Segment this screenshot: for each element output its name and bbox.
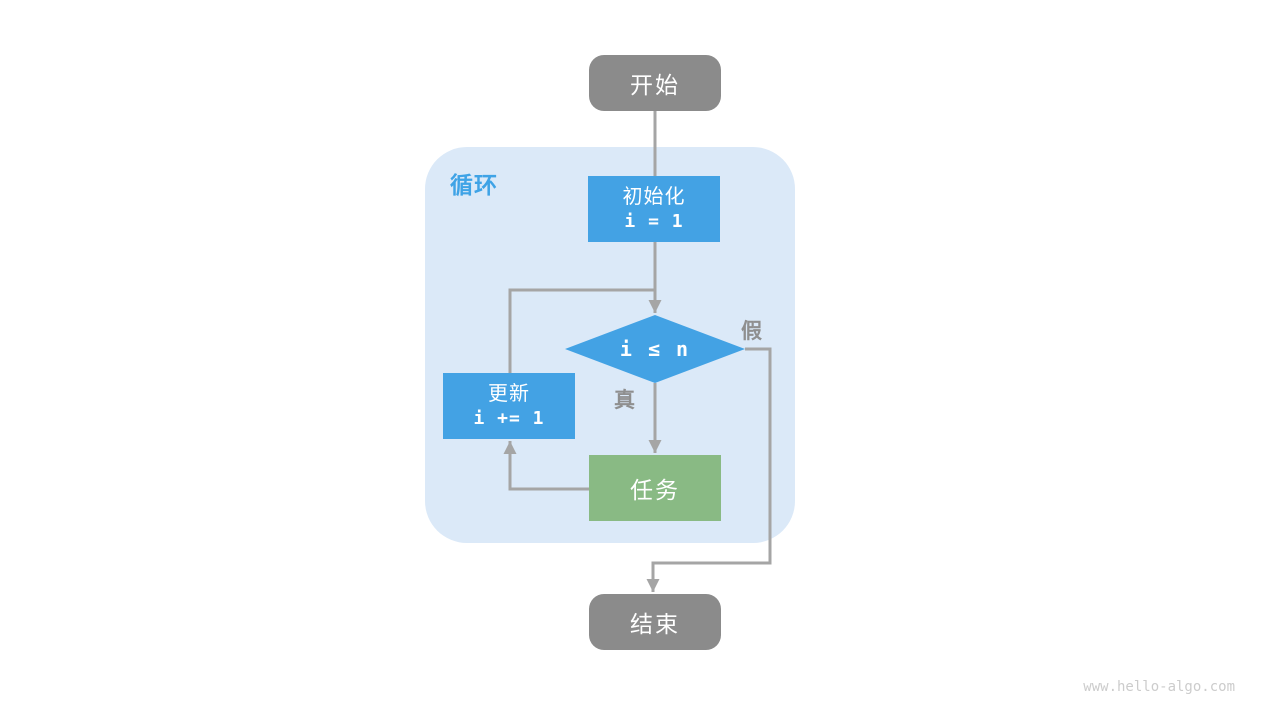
node-update-code: i += 1 <box>473 408 545 430</box>
node-update: 更新 i += 1 <box>443 373 575 439</box>
node-update-title: 更新 <box>488 383 530 406</box>
node-condition-code: i ≤ n <box>619 337 691 361</box>
node-end-label: 结束 <box>630 611 680 637</box>
node-task: 任务 <box>589 455 721 521</box>
edge-label-false: 假 <box>741 320 762 343</box>
node-task-label: 任务 <box>630 477 680 503</box>
node-init: 初始化 i = 1 <box>588 176 720 242</box>
node-init-code: i = 1 <box>624 211 684 233</box>
node-start-label: 开始 <box>630 72 680 98</box>
node-init-title: 初始化 <box>622 186 686 209</box>
edge-condition-false-to-end <box>646 347 772 592</box>
edge-update-to-mainline <box>508 288 654 373</box>
node-end: 结束 <box>589 594 721 650</box>
loop-label: 循环 <box>450 172 498 198</box>
node-start: 开始 <box>589 55 721 111</box>
edge-label-true: 真 <box>614 389 635 412</box>
edge-task-to-update <box>503 441 589 491</box>
watermark: www.hello-algo.com <box>1083 679 1235 695</box>
